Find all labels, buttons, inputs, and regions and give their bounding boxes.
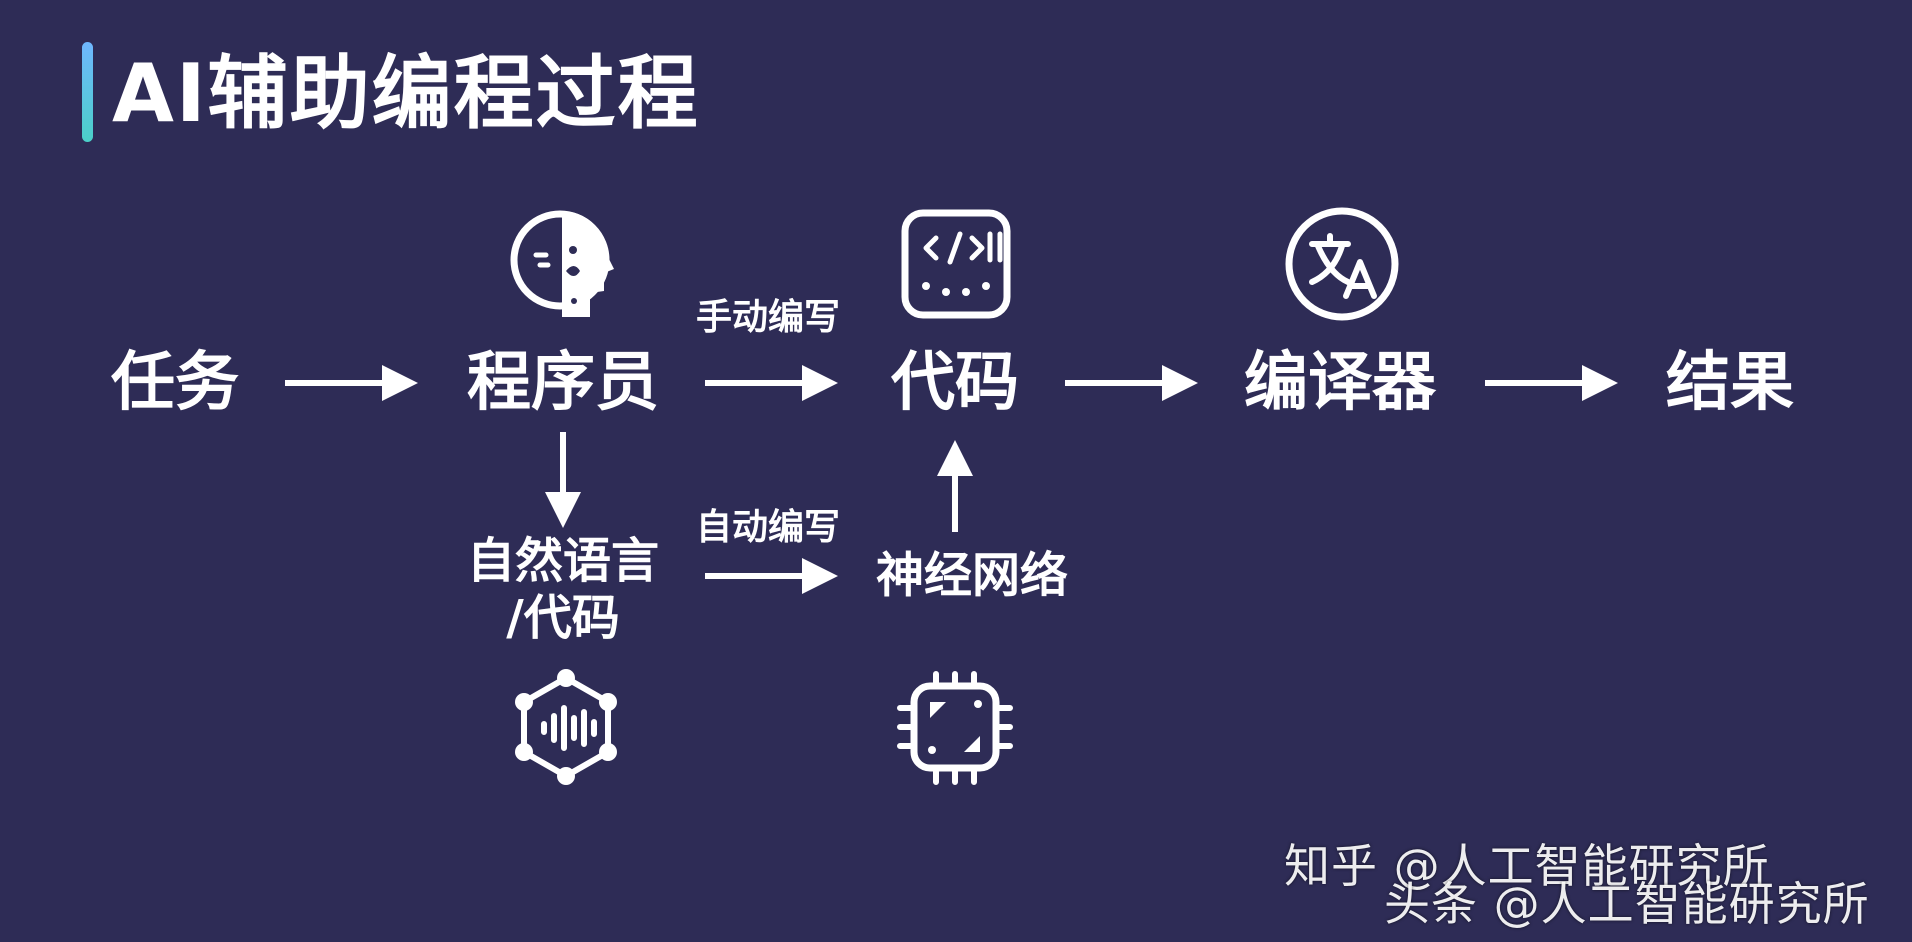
node-programmer: 程序员 [467,345,659,420]
node-nl-line2: /代码 [506,590,620,646]
edge-label-manual: 手动编写 [695,297,841,339]
node-nl-line1: 自然语言 [466,533,660,590]
node-result: 结果 [1666,345,1794,420]
node-natural-language-code: 自然语言 /代码 [467,535,659,645]
node-code: 代码 [891,345,1019,420]
human-head-ai-icon [510,210,614,317]
node-neural-network: 神经网络 [875,547,1069,604]
node-task: 任务 [111,345,239,420]
page-title: AI辅助编程过程 [112,47,700,140]
translate-icon [1285,207,1399,321]
title-accent-bar [82,42,93,142]
code-window-icon [901,209,1011,319]
edge-label-auto: 自动编写 [695,507,841,549]
voice-network-icon [515,669,617,785]
node-compiler: 编译器 [1244,345,1436,420]
chip-icon [897,671,1013,785]
watermark-toutiao: 头条 @人工智能研究所 [1384,877,1870,931]
watermark-zhihu: 知乎 @人工智能研究所 [1284,839,1770,893]
